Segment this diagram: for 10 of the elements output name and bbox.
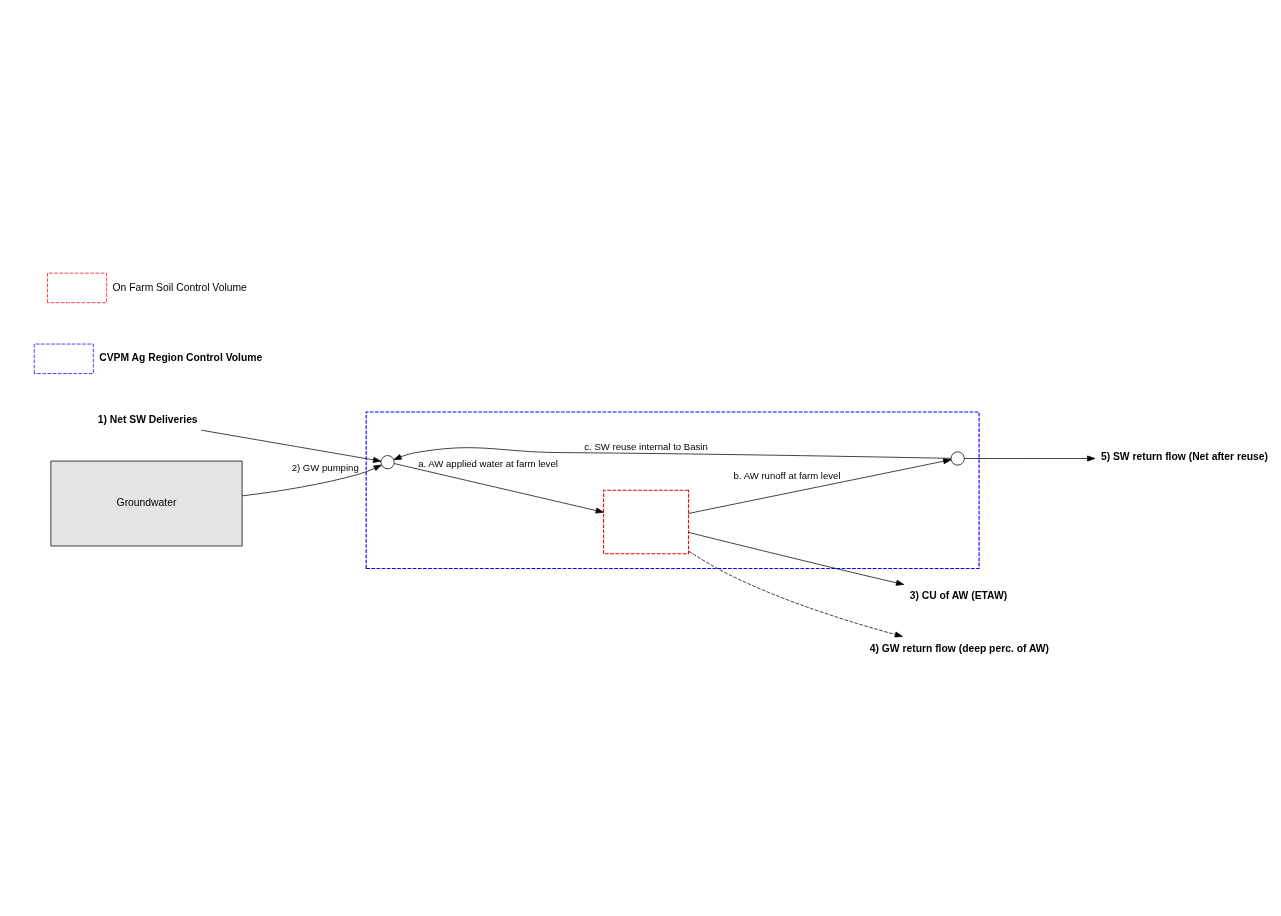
edge-label: a. AW applied water at farm level: [418, 457, 558, 469]
edge-label: 2) GW pumping: [291, 461, 359, 473]
node-text: 4) GW return flow (deep perc. of AW): [869, 642, 1049, 654]
edge-label: c. SW reuse internal to Basin: [584, 440, 708, 452]
node-text: 5) SW return flow (Net after reuse): [1100, 450, 1268, 462]
legend-label: CVPM Ag Region Control Volume: [99, 351, 263, 363]
edge-label: b. AW runoff at farm level: [733, 469, 841, 481]
legend-label: On Farm Soil Control Volume: [112, 281, 247, 293]
node-text: 1) Net SW Deliveries: [97, 413, 198, 425]
node-text: 3) CU of AW (ETAW): [909, 589, 1008, 601]
